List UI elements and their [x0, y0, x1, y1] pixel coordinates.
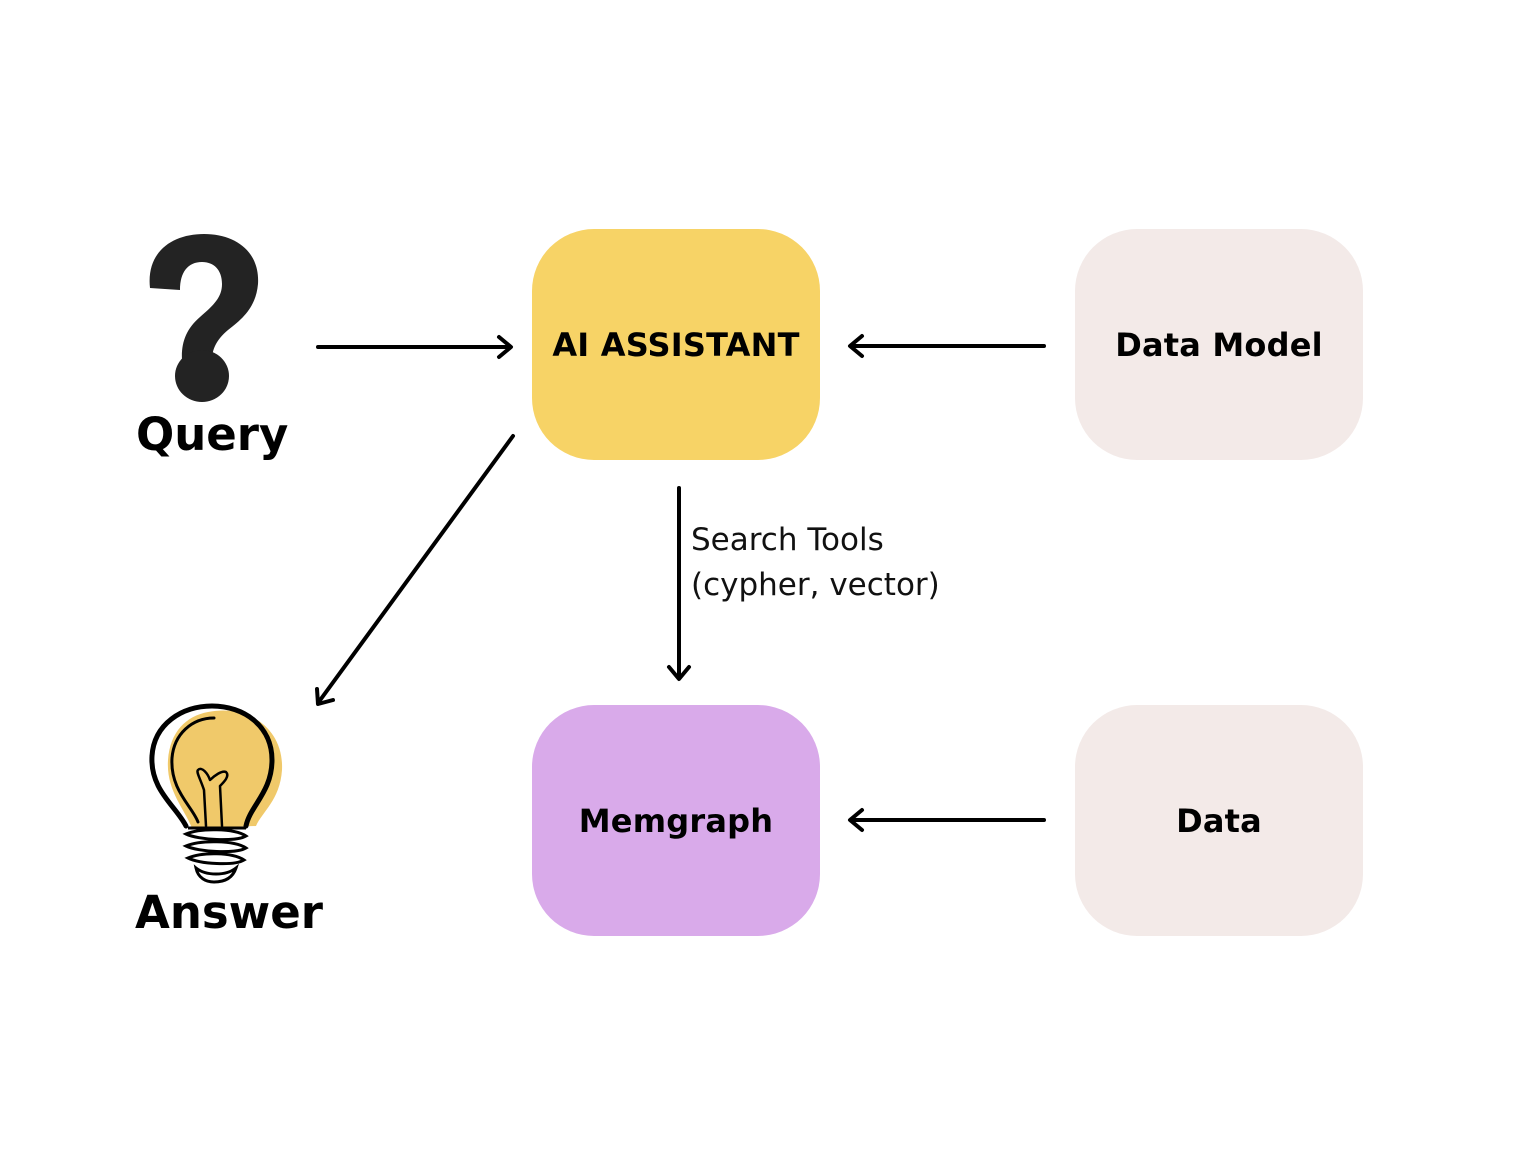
arrow-assistant-to-answer	[315, 434, 515, 706]
memgraph-node: Memgraph	[532, 705, 820, 936]
data-model-node: Data Model	[1075, 229, 1363, 460]
answer-label: Answer	[135, 886, 323, 939]
ai-assistant-label: AI ASSISTANT	[552, 325, 800, 364]
arrow-query-to-assistant	[316, 335, 513, 359]
question-mark-icon	[149, 234, 259, 402]
arrow-assistant-to-memgraph	[667, 486, 691, 681]
data-model-label: Data Model	[1115, 325, 1323, 364]
query-label: Query	[136, 408, 289, 461]
arrow-data-to-memgraph	[848, 808, 1046, 832]
data-node: Data	[1075, 705, 1363, 936]
data-label: Data	[1176, 801, 1262, 840]
search-tools-label: Search Tools	[691, 522, 884, 558]
lightbulb-icon	[149, 703, 283, 884]
ai-assistant-node: AI ASSISTANT	[532, 229, 820, 460]
search-tools-detail-label: (cypher, vector)	[691, 567, 940, 603]
memgraph-label: Memgraph	[578, 801, 774, 840]
arrow-datamodel-to-assistant	[848, 334, 1046, 358]
